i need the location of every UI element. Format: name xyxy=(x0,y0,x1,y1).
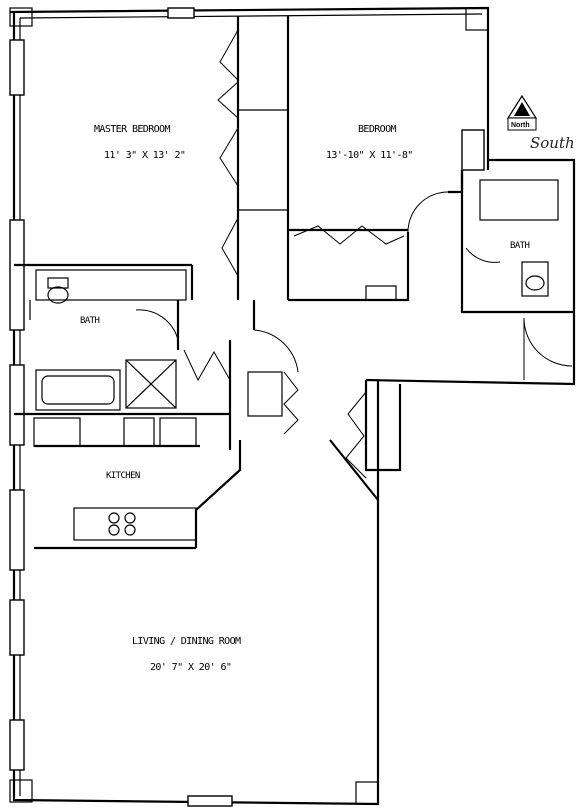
bedroom-dims: 13'-10" X 11'-8" xyxy=(326,150,413,161)
north-label: North xyxy=(511,122,530,129)
master-bedroom-dims: 11' 3" X 13' 2" xyxy=(104,150,185,161)
living-room-name: LIVING / DINING ROOM xyxy=(132,636,241,647)
bedroom-name: BEDROOM xyxy=(358,124,397,135)
room-labels: MASTER BEDROOM 11' 3" X 13' 2" BEDROOM 1… xyxy=(80,124,530,673)
kitchen-name: KITCHEN xyxy=(106,471,140,481)
windows xyxy=(9,7,485,807)
master-bedroom-name: MASTER BEDROOM xyxy=(94,124,170,135)
right-bath-name: BATH xyxy=(510,241,529,251)
living-room-dims: 20' 7" X 20' 6" xyxy=(150,662,231,673)
handwritten-south: South xyxy=(530,134,575,152)
left-bath-name: BATH xyxy=(80,316,99,326)
interior-walls xyxy=(14,16,574,550)
north-arrow: North xyxy=(506,94,538,131)
